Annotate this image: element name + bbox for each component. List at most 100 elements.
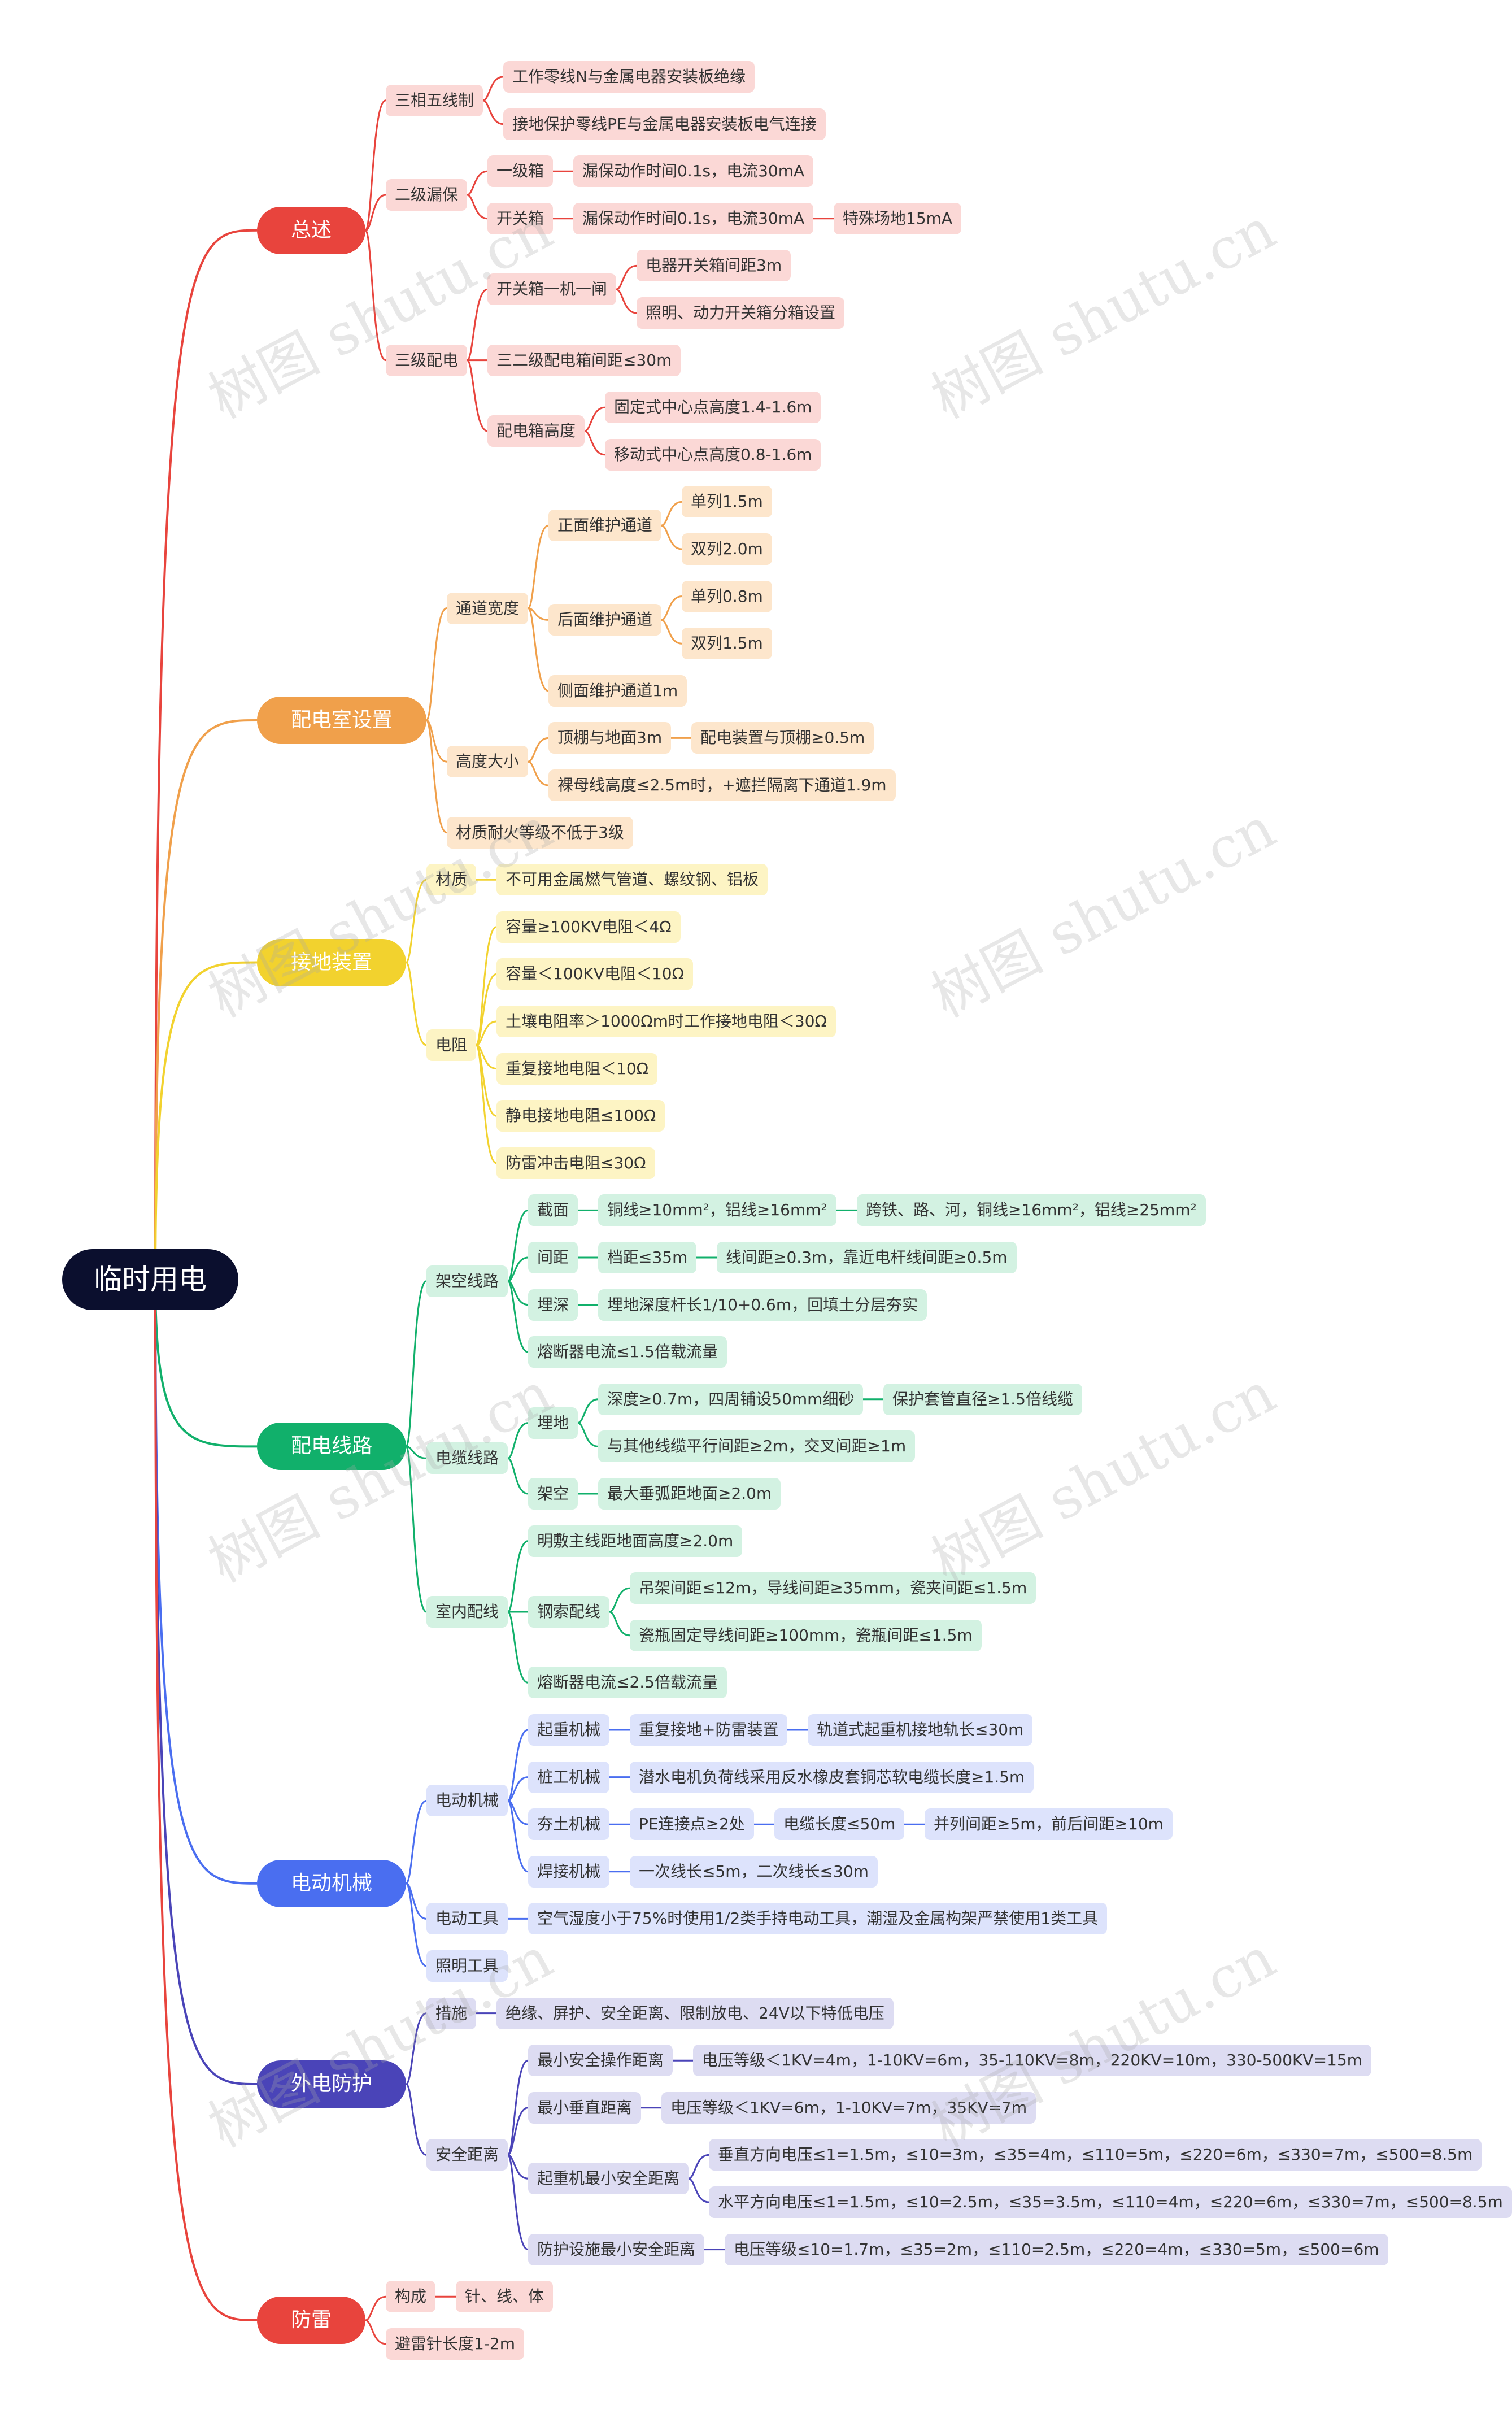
- subtopic[interactable]: 照明工具: [426, 1950, 508, 1982]
- subtopic[interactable]: 桩工机械: [528, 1761, 610, 1793]
- subtopic[interactable]: 裸母线高度≤2.5m时，+遮拦隔离下通道1.9m: [548, 769, 896, 801]
- subtopic[interactable]: 高度大小: [447, 746, 529, 778]
- subtopic[interactable]: 截面: [528, 1194, 578, 1227]
- subtopic[interactable]: 三二级配电箱间距≤30m: [487, 344, 681, 376]
- subtopic[interactable]: 三级配电: [386, 344, 468, 376]
- subtopic[interactable]: 埋深: [528, 1289, 578, 1321]
- subtopic[interactable]: 材质耐火等级不低于3级: [447, 816, 633, 849]
- subtopic[interactable]: 防护设施最小安全距离: [528, 2233, 705, 2265]
- subtopic[interactable]: 一次线长≤5m，二次线长≤30m: [630, 1855, 878, 1888]
- subtopic[interactable]: 防雷冲击电阻≤30Ω: [496, 1147, 655, 1179]
- subtopic[interactable]: 单列1.5m: [682, 486, 772, 518]
- subtopic[interactable]: 电压等级≤10=1.7m，≤35=2m，≤110=2.5m，≤220=4m，≤3…: [725, 2233, 1388, 2265]
- root-topic[interactable]: 临时用电: [62, 1249, 238, 1310]
- subtopic[interactable]: 潜水电机负荷线采用反水橡皮套铜芯软电缆长度≥1.5m: [630, 1761, 1034, 1793]
- subtopic[interactable]: 架空线路: [426, 1265, 508, 1297]
- subtopic[interactable]: 最小垂直距离: [528, 2091, 642, 2124]
- subtopic[interactable]: 重复接地+防雷装置: [630, 1714, 788, 1746]
- subtopic[interactable]: 双列1.5m: [682, 628, 772, 660]
- subtopic[interactable]: 空气湿度小于75%时使用1/2类手持电动工具，潮湿及金属构架严禁使用1类工具: [528, 1903, 1108, 1935]
- subtopic[interactable]: 静电接地电阻≤100Ω: [496, 1100, 665, 1132]
- branch-topic[interactable]: 接地装置: [257, 938, 407, 986]
- subtopic[interactable]: 跨铁、路、河，铜线≥16mm²，铝线≥25mm²: [857, 1194, 1206, 1227]
- subtopic[interactable]: 电缆线路: [426, 1442, 508, 1475]
- subtopic[interactable]: 起重机械: [528, 1714, 610, 1746]
- subtopic[interactable]: 明敷主线距地面高度≥2.0m: [528, 1525, 743, 1557]
- subtopic[interactable]: 吊架间距≤12m，导线间距≥35mm，瓷夹间距≤1.5m: [630, 1572, 1036, 1604]
- subtopic[interactable]: 电压等级＜1KV=4m，1-10KV=6m，35-110KV=8m，220KV=…: [693, 2045, 1371, 2077]
- subtopic[interactable]: 电阻: [426, 1029, 477, 1061]
- subtopic[interactable]: 室内配线: [426, 1596, 508, 1628]
- subtopic[interactable]: 开关箱: [487, 202, 554, 234]
- subtopic[interactable]: 漏保动作时间0.1s，电流30mA: [573, 155, 814, 188]
- subtopic[interactable]: 容量≥100KV电阻＜4Ω: [496, 911, 681, 943]
- subtopic[interactable]: 间距: [528, 1242, 578, 1273]
- subtopic[interactable]: 轨道式起重机接地轨长≤30m: [808, 1714, 1033, 1746]
- subtopic[interactable]: 保护套管直径≥1.5倍线缆: [883, 1383, 1082, 1415]
- subtopic[interactable]: 材质: [426, 864, 477, 896]
- subtopic[interactable]: 单列0.8m: [682, 580, 772, 612]
- subtopic[interactable]: PE连接点≥2处: [630, 1808, 754, 1841]
- branch-topic[interactable]: 配电线路: [257, 1423, 407, 1471]
- subtopic[interactable]: 特殊场地15mA: [834, 202, 962, 234]
- subtopic[interactable]: 电动机械: [426, 1785, 508, 1817]
- subtopic[interactable]: 顶棚与地面3m: [548, 722, 672, 754]
- subtopic[interactable]: 电压等级＜1KV=6m，1-10KV=7m，35KV=7m: [661, 2091, 1036, 2124]
- subtopic[interactable]: 夯土机械: [528, 1808, 610, 1841]
- subtopic[interactable]: 照明、动力开关箱分箱设置: [637, 297, 845, 329]
- branch-topic[interactable]: 配电室设置: [257, 697, 427, 745]
- subtopic[interactable]: 一级箱: [487, 155, 554, 188]
- subtopic[interactable]: 土壤电阻率＞1000Ωm时工作接地电阻＜30Ω: [496, 1006, 836, 1037]
- subtopic[interactable]: 最小安全操作距离: [528, 2045, 673, 2077]
- subtopic[interactable]: 避雷针长度1-2m: [386, 2328, 525, 2360]
- subtopic[interactable]: 电器开关箱间距3m: [637, 250, 791, 282]
- subtopic[interactable]: 工作零线N与金属电器安装板绝缘: [503, 61, 755, 93]
- subtopic[interactable]: 配电箱高度: [487, 415, 585, 447]
- subtopic[interactable]: 与其他线缆平行间距≥2m，交叉间距≥1m: [598, 1430, 916, 1463]
- subtopic[interactable]: 电动工具: [426, 1903, 508, 1935]
- subtopic[interactable]: 后面维护通道: [548, 604, 662, 636]
- subtopic[interactable]: 最大垂弧距地面≥2.0m: [598, 1478, 781, 1510]
- branch-topic[interactable]: 总述: [257, 206, 366, 254]
- subtopic[interactable]: 配电装置与顶棚≥0.5m: [691, 722, 874, 754]
- subtopic[interactable]: 容量＜100KV电阻＜10Ω: [496, 958, 693, 990]
- subtopic[interactable]: 双列2.0m: [682, 533, 772, 565]
- subtopic[interactable]: 并列间距≥5m，前后间距≥10m: [925, 1808, 1173, 1841]
- branch-topic[interactable]: 防雷: [257, 2297, 366, 2344]
- subtopic[interactable]: 二级漏保: [386, 179, 468, 211]
- subtopic[interactable]: 水平方向电压≤1=1.5m，≤10=2.5m，≤35=3.5m，≤110=4m，…: [709, 2186, 1512, 2218]
- subtopic[interactable]: 瓷瓶固定导线间距≥100mm，瓷瓶间距≤1.5m: [630, 1619, 982, 1651]
- subtopic[interactable]: 起重机最小安全距离: [528, 2163, 689, 2195]
- subtopic[interactable]: 针、线、体: [456, 2281, 554, 2313]
- branch-topic[interactable]: 电动机械: [257, 1859, 407, 1907]
- subtopic[interactable]: 移动式中心点高度0.8-1.6m: [605, 438, 821, 471]
- subtopic[interactable]: 安全距离: [426, 2139, 508, 2171]
- subtopic[interactable]: 埋地深度杆长1/10+0.6m，回填土分层夯实: [598, 1289, 927, 1321]
- subtopic[interactable]: 不可用金属燃气管道、螺纹钢、铝板: [496, 864, 768, 896]
- subtopic[interactable]: 档距≤35m: [598, 1242, 697, 1273]
- subtopic[interactable]: 垂直方向电压≤1=1.5m，≤10=3m，≤35=4m，≤110=5m，≤220…: [709, 2139, 1482, 2171]
- subtopic[interactable]: 架空: [528, 1478, 578, 1510]
- subtopic[interactable]: 漏保动作时间0.1s，电流30mA: [573, 202, 814, 234]
- subtopic[interactable]: 开关箱一机一闸: [487, 273, 617, 306]
- subtopic[interactable]: 构成: [386, 2281, 436, 2313]
- subtopic[interactable]: 线间距≥0.3m，靠近电杆线间距≥0.5m: [717, 1242, 1017, 1273]
- subtopic[interactable]: 重复接地电阻＜10Ω: [496, 1053, 658, 1085]
- subtopic[interactable]: 熔断器电流≤1.5倍载流量: [528, 1336, 727, 1368]
- subtopic[interactable]: 三相五线制: [386, 84, 483, 116]
- subtopic[interactable]: 侧面维护通道1m: [548, 675, 687, 707]
- subtopic[interactable]: 熔断器电流≤2.5倍载流量: [528, 1667, 727, 1699]
- subtopic[interactable]: 通道宽度: [447, 592, 529, 624]
- subtopic[interactable]: 接地保护零线PE与金属电器安装板电气连接: [503, 108, 826, 140]
- subtopic[interactable]: 电缆长度≤50m: [774, 1808, 905, 1841]
- subtopic[interactable]: 钢索配线: [528, 1596, 610, 1628]
- subtopic[interactable]: 绝缘、屏护、安全距离、限制放电、24V以下特低电压: [496, 1997, 894, 2029]
- subtopic[interactable]: 措施: [426, 1997, 477, 2029]
- branch-topic[interactable]: 外电防护: [257, 2060, 407, 2108]
- subtopic[interactable]: 固定式中心点高度1.4-1.6m: [605, 392, 821, 424]
- subtopic[interactable]: 正面维护通道: [548, 510, 662, 542]
- subtopic[interactable]: 深度≥0.7m，四周铺设50mm细砂: [598, 1383, 864, 1415]
- subtopic[interactable]: 埋地: [528, 1407, 578, 1439]
- subtopic[interactable]: 焊接机械: [528, 1855, 610, 1888]
- subtopic[interactable]: 铜线≥10mm²，铝线≥16mm²: [598, 1194, 836, 1227]
